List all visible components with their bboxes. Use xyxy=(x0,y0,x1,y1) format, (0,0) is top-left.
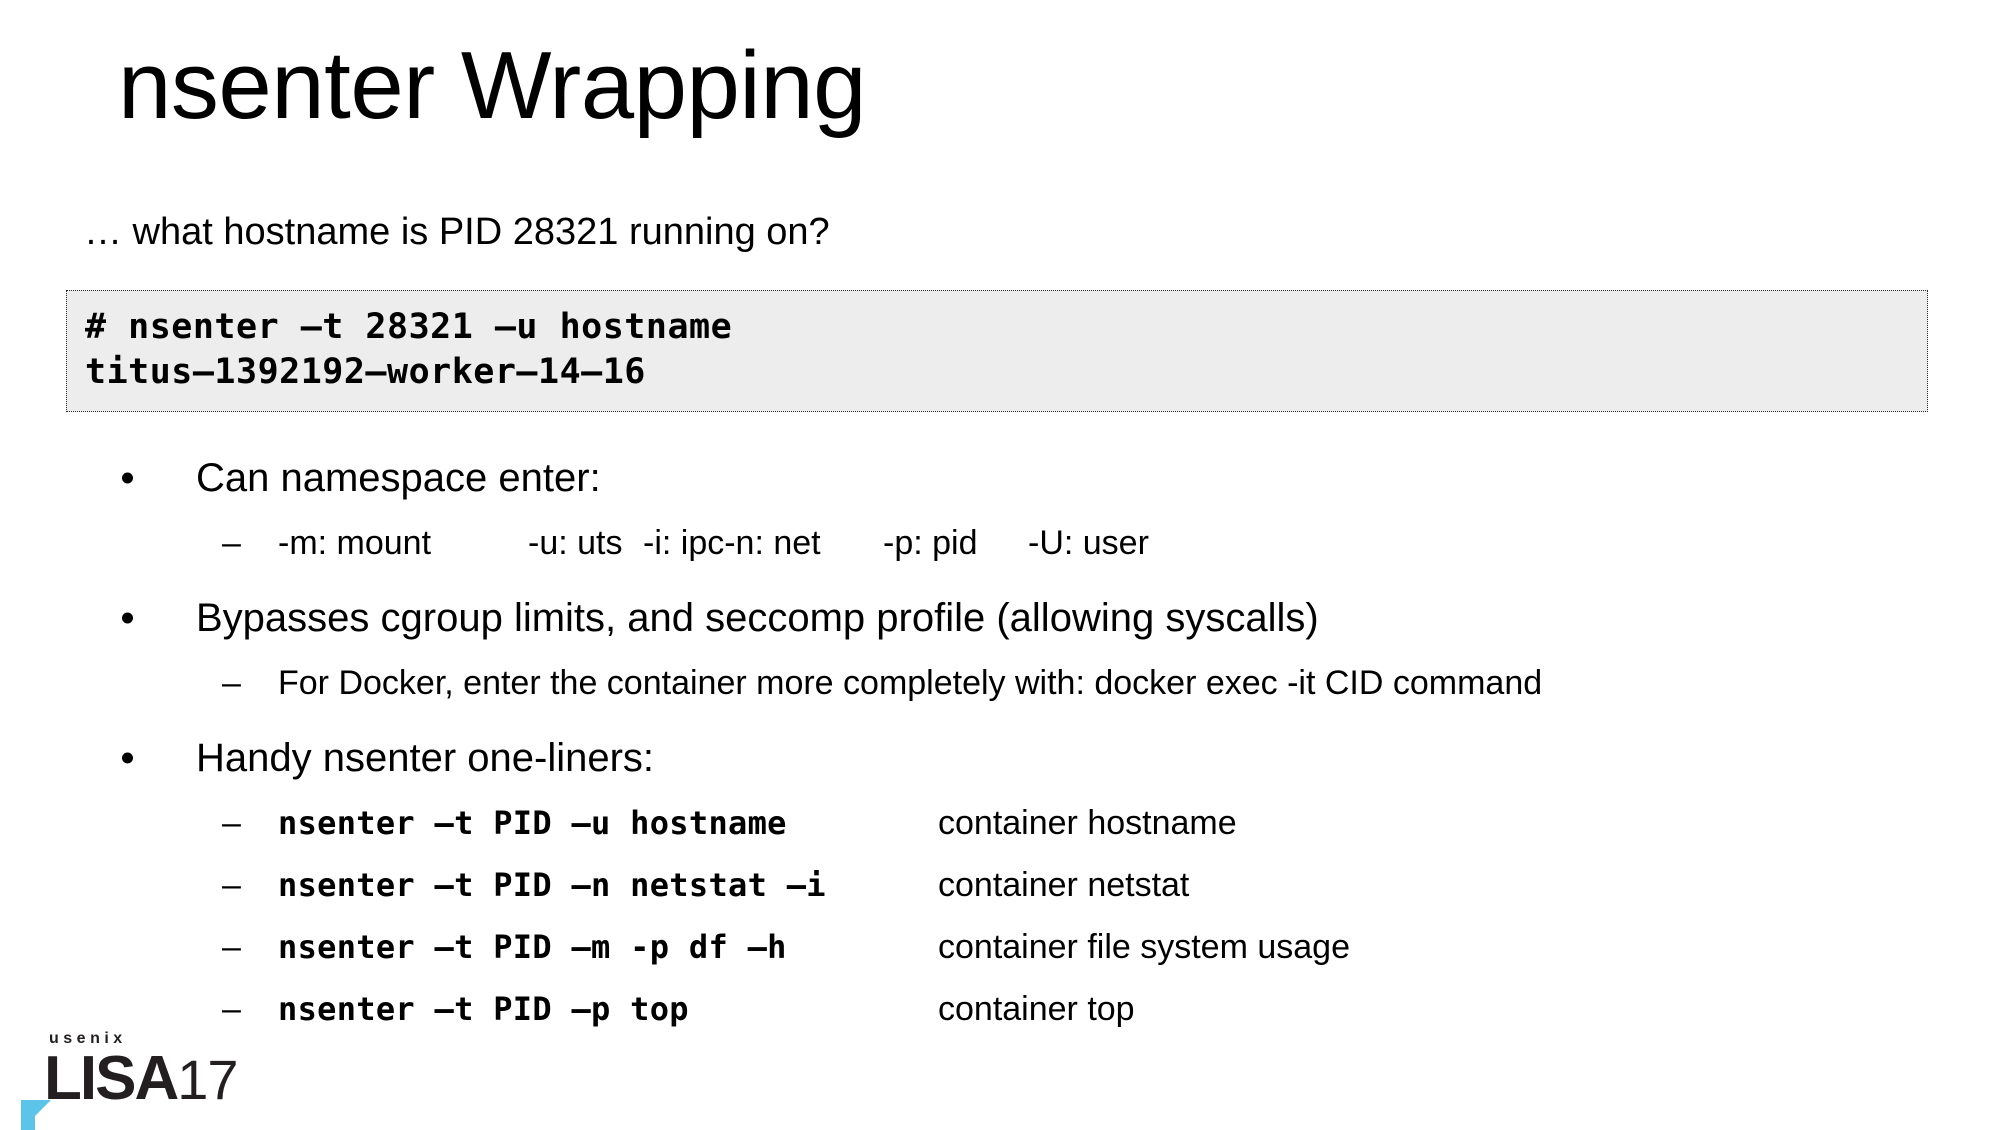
bullet-dash-icon: – xyxy=(222,524,241,562)
list-item-label: For Docker, enter the container more com… xyxy=(278,664,1543,702)
bullet-dash-icon: – xyxy=(222,664,241,702)
list-item: Handy nsenter one-liners: xyxy=(0,724,1998,792)
lisa-text: LISA xyxy=(44,1044,179,1113)
spacer xyxy=(0,714,1998,724)
bullet-dot-icon xyxy=(122,612,133,624)
code-line-command: # nsenter –t 28321 –u hostname xyxy=(85,307,733,347)
lisa-wordmark: LISA17 xyxy=(44,1048,239,1111)
namespace-option-uts: -u: uts xyxy=(528,524,623,562)
list-item: – For Docker, enter the container more c… xyxy=(0,652,1998,714)
list-item: Bypasses cgroup limits, and seccomp prof… xyxy=(0,584,1998,652)
namespace-option-mount: -m: mount xyxy=(278,524,432,562)
list-item: – -m: mount -u: uts -i: ipc-n: net -p: p… xyxy=(0,512,1998,574)
oneliner-row: nsenter –t PID –u hostname container hos… xyxy=(278,806,1237,840)
oneliner-command: nsenter –t PID –n netstat –i xyxy=(278,866,826,904)
lead-in-text: … what hostname is PID 28321 running on? xyxy=(84,211,830,253)
bullet-dash-icon: – xyxy=(222,990,241,1028)
lisa17-logo: usenix LISA17 xyxy=(18,1027,248,1130)
lisa-year: 17 xyxy=(177,1048,238,1111)
usenix-wordmark: usenix xyxy=(49,1030,127,1047)
bullet-dash-icon: – xyxy=(222,928,241,966)
list-item: – nsenter –t PID —m -p df –h container f… xyxy=(0,916,1998,978)
spacer xyxy=(0,574,1998,584)
namespace-option-ipc-net: -i: ipc-n: net xyxy=(643,524,821,562)
oneliner-command: nsenter –t PID –u hostname xyxy=(278,804,787,842)
list-item-label: Handy nsenter one-liners: xyxy=(196,736,655,780)
code-block: # nsenter –t 28321 –u hostname titus–139… xyxy=(66,290,1928,412)
namespace-option-pid: -p: pid xyxy=(883,524,978,562)
oneliner-description: container hostname xyxy=(938,804,1237,842)
bullet-dot-icon xyxy=(122,752,133,764)
namespace-option-row: -m: mount -u: uts -i: ipc-n: net -p: pid… xyxy=(278,526,1149,560)
list-item: – nsenter –t PID –n netstat –i container… xyxy=(0,854,1998,916)
oneliner-description: container netstat xyxy=(938,866,1190,904)
bullet-dot-icon xyxy=(122,472,133,484)
bullet-dash-icon: – xyxy=(222,804,241,842)
oneliner-description: container top xyxy=(938,990,1135,1028)
bullet-dash-icon: – xyxy=(222,866,241,904)
list-item: Can namespace enter: xyxy=(0,444,1998,512)
list-item: – nsenter –t PID –u hostname container h… xyxy=(0,792,1998,854)
oneliner-row: nsenter –t PID –n netstat –i container n… xyxy=(278,868,1189,902)
logo-arrow-icon xyxy=(21,1100,51,1130)
list-item-label: Can namespace enter: xyxy=(196,456,601,500)
bullet-list: Can namespace enter: – -m: mount -u: uts… xyxy=(0,444,1998,1040)
oneliner-command: nsenter –t PID –p top xyxy=(278,990,689,1028)
oneliner-row: nsenter –t PID –p top container top xyxy=(278,992,1135,1026)
oneliner-description: container file system usage xyxy=(938,928,1350,966)
page-title: nsenter Wrapping xyxy=(118,32,867,139)
list-item: – nsenter –t PID –p top container top xyxy=(0,978,1998,1040)
oneliner-command: nsenter –t PID —m -p df –h xyxy=(278,928,787,966)
namespace-option-user: -U: user xyxy=(1028,524,1149,562)
code-line-output: titus–1392192–worker–14–16 xyxy=(85,351,646,392)
list-item-label: Bypasses cgroup limits, and seccomp prof… xyxy=(196,596,1319,640)
oneliner-row: nsenter –t PID —m -p df –h container fil… xyxy=(278,930,1350,964)
